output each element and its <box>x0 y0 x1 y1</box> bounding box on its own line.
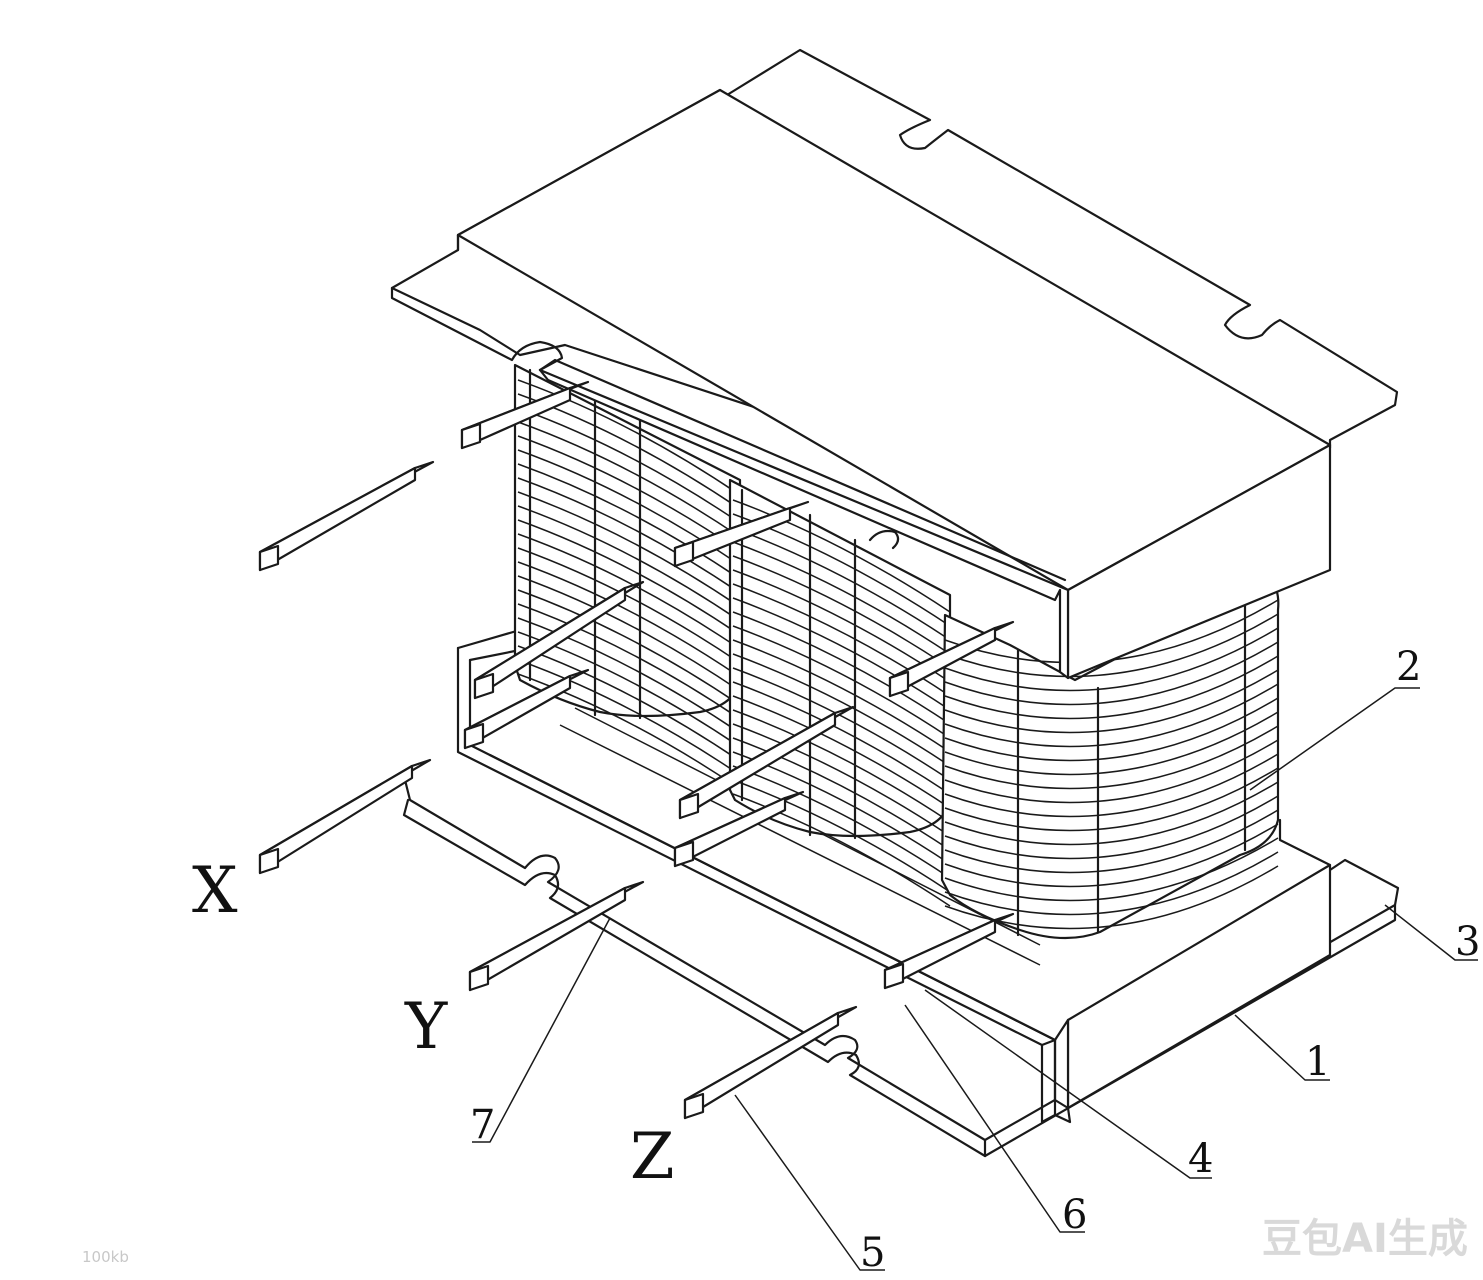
leader-1 <box>1234 1014 1330 1081</box>
coil-winding-turn <box>732 709 951 823</box>
coil-winding-turn <box>517 407 741 524</box>
coil-winding-turn <box>944 865 1279 930</box>
coil-right <box>940 576 1280 940</box>
leader-7 <box>472 917 611 1143</box>
coil-winding-turn <box>944 823 1279 888</box>
coil-winding-turn <box>944 753 1279 818</box>
part-number-1: 1 <box>1305 1039 1330 1085</box>
phase-label-y: Y <box>404 990 448 1064</box>
coil-winding-turn <box>944 627 1279 692</box>
part-number-6: 6 <box>1062 1192 1087 1238</box>
coil-winding-turn <box>732 681 951 795</box>
coil-winding-turn <box>517 589 741 706</box>
coil-winding-turn <box>944 683 1279 748</box>
terminal-bar <box>460 380 590 450</box>
coil-winding-turn <box>517 421 741 538</box>
terminal-bar <box>463 668 590 750</box>
leader-3 <box>1384 904 1478 961</box>
leader-5 <box>734 1094 885 1271</box>
top-yoke-clamp <box>456 88 1332 680</box>
coil-winding-turn <box>944 781 1279 846</box>
coil-winding-turn <box>517 645 741 762</box>
coil-winding-turn <box>732 541 951 655</box>
terminal-bar <box>883 912 1015 990</box>
phase-label-z: Z <box>630 1120 674 1194</box>
coil-winding-turn <box>517 617 741 734</box>
leader-6 <box>904 1004 1085 1233</box>
coil-winding-turn <box>944 655 1279 720</box>
coil-winding-turn <box>732 499 951 613</box>
coil-winding-turn <box>517 477 741 594</box>
coil-winding-turn <box>517 435 741 552</box>
coil-winding-turn <box>944 851 1279 916</box>
coil-winding-turn <box>732 527 951 641</box>
coil-winding-turn <box>944 809 1279 874</box>
bottom-yoke-clamp <box>456 628 1332 1124</box>
part-number-5: 5 <box>860 1230 885 1276</box>
coil-winding-turn <box>517 533 741 650</box>
coil-winding-turn <box>732 611 951 725</box>
leader-4 <box>924 989 1212 1179</box>
leader-2 <box>1249 687 1420 791</box>
coil-winding-turn <box>517 673 741 790</box>
coil-winding-turn <box>732 779 951 893</box>
coil-winding-turn <box>944 837 1279 902</box>
coil-winding-turn <box>944 739 1279 804</box>
coil-winding-turn <box>517 603 741 720</box>
coil-winding-turn <box>944 613 1279 678</box>
coil-winding-turn <box>732 793 951 907</box>
terminal-bar <box>473 580 645 700</box>
coil-winding-turn <box>517 379 741 496</box>
coil-winding-turn <box>517 547 741 664</box>
watermark-text: 豆包AI生成 <box>1262 1216 1468 1262</box>
terminal-bar <box>258 758 432 875</box>
coil-winding-turn <box>732 695 951 809</box>
coil-winding-turn <box>517 519 741 636</box>
coil-winding-turn <box>517 575 741 692</box>
coil-winding-turn <box>732 625 951 739</box>
coil-winding-turn <box>944 669 1279 734</box>
part-number-2: 2 <box>1396 644 1421 690</box>
coil-winding-turn <box>732 653 951 767</box>
coil-winding-turn <box>732 723 951 837</box>
terminal-bar <box>888 620 1015 698</box>
coil-winding-turn <box>732 555 951 669</box>
part-number-3: 3 <box>1455 919 1480 965</box>
coil-winding-turn <box>944 711 1279 776</box>
coil-left <box>513 363 742 790</box>
watermark-small-text: 100kb <box>82 1248 129 1266</box>
terminal-bar <box>468 880 645 992</box>
coil-winding-turn <box>517 659 741 776</box>
coil-winding-turn <box>517 491 741 608</box>
coil-winding-turn <box>517 505 741 622</box>
leader-lines <box>472 687 1478 1271</box>
terminal-bar <box>673 790 805 868</box>
part-number-7: 7 <box>470 1102 495 1148</box>
terminal-bars <box>258 380 1015 1120</box>
terminal-bar <box>683 1005 858 1120</box>
part-number-4: 4 <box>1188 1136 1213 1182</box>
coil-winding-turn <box>517 463 741 580</box>
coil-winding-turn <box>944 641 1279 706</box>
coil-winding-turn <box>944 795 1279 860</box>
coil-winding-turn <box>732 765 951 879</box>
coil-winding-turn <box>944 725 1279 790</box>
phase-label-x: X <box>192 854 238 928</box>
terminal-bar <box>673 500 810 568</box>
terminal-bar <box>258 460 435 572</box>
coil-winding-turn <box>517 561 741 678</box>
coil-winding-turn <box>944 767 1279 832</box>
coil-winding-turn <box>732 597 951 711</box>
coil-winding-turn <box>944 697 1279 762</box>
coil-winding-turn <box>732 737 951 851</box>
coil-winding-turn <box>732 639 951 753</box>
coil-winding-turn <box>732 667 951 781</box>
terminal-bar <box>678 705 855 820</box>
